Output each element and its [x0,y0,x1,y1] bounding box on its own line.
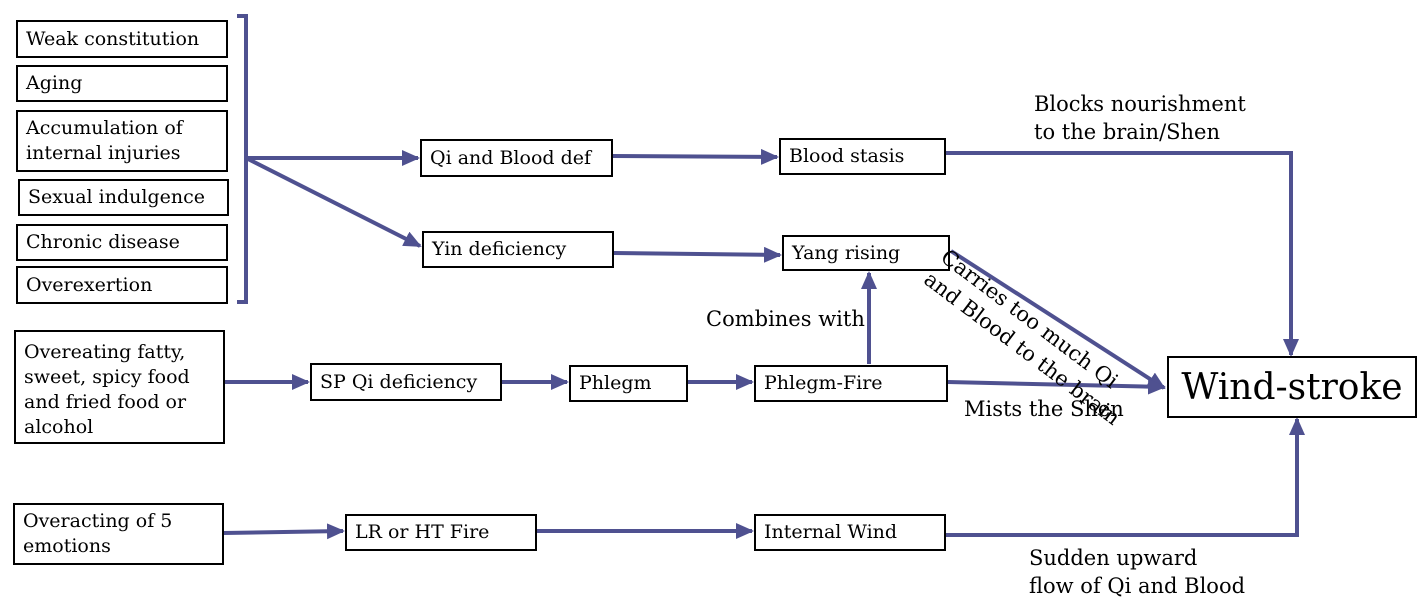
node-blood-stasis: Blood stasis [779,138,946,175]
risk-factors-bracket [237,14,248,304]
node-overacting: Overacting of 5 emotions [13,503,224,565]
node-phlegm: Phlegm [569,365,688,402]
node-overexertion: Overexertion [16,266,228,304]
node-chronic-disease: Chronic disease [16,224,228,261]
node-overeating: Overeating fatty, sweet, spicy food and … [14,330,225,444]
label-combines-with: Combines with [706,307,865,331]
node-sexual-indulgence: Sexual indulgence [18,179,229,216]
node-yang-rising: Yang rising [782,235,950,271]
arrow-yang-rising-to-wind-stroke [949,249,1166,390]
label-blocks-nourishment: Blocks nourishment to the brain/Shen [1034,92,1246,144]
arrow-overacting-to-lr-ht-fire [223,523,345,540]
node-aging: Aging [16,65,228,102]
arrow-internal-wind-to-wind-stroke [946,417,1305,537]
node-phlegm-fire: Phlegm-Fire [754,365,948,402]
node-sp-qi-def: SP Qi deficiency [310,363,502,401]
node-internal-wind: Internal Wind [754,514,946,551]
node-lr-ht-fire: LR or HT Fire [345,514,537,551]
arrow-phlegm-fire-to-wind-stroke [947,378,1166,395]
label-mists-the-shen: Mists the Shen [964,397,1124,421]
node-wind-stroke: Wind-stroke [1167,356,1417,418]
node-yin-deficiency: Yin deficiency [422,231,614,268]
arrow-qi-blood-def-to-blood-stasis [612,148,779,165]
node-weak-constitution: Weak constitution [16,20,228,58]
arrow-blood-stasis-to-wind-stroke [946,151,1299,357]
arrow-yin-deficiency-to-yang-rising [613,246,782,263]
label-sudden-upward-flow: Sudden upward flow of Qi and Blood [1029,546,1246,598]
node-accumulation: Accumulation of internal injuries [16,110,228,172]
node-qi-blood-def: Qi and Blood def [420,139,613,177]
arrow-bracket-to-yin-deficiency [245,156,422,248]
